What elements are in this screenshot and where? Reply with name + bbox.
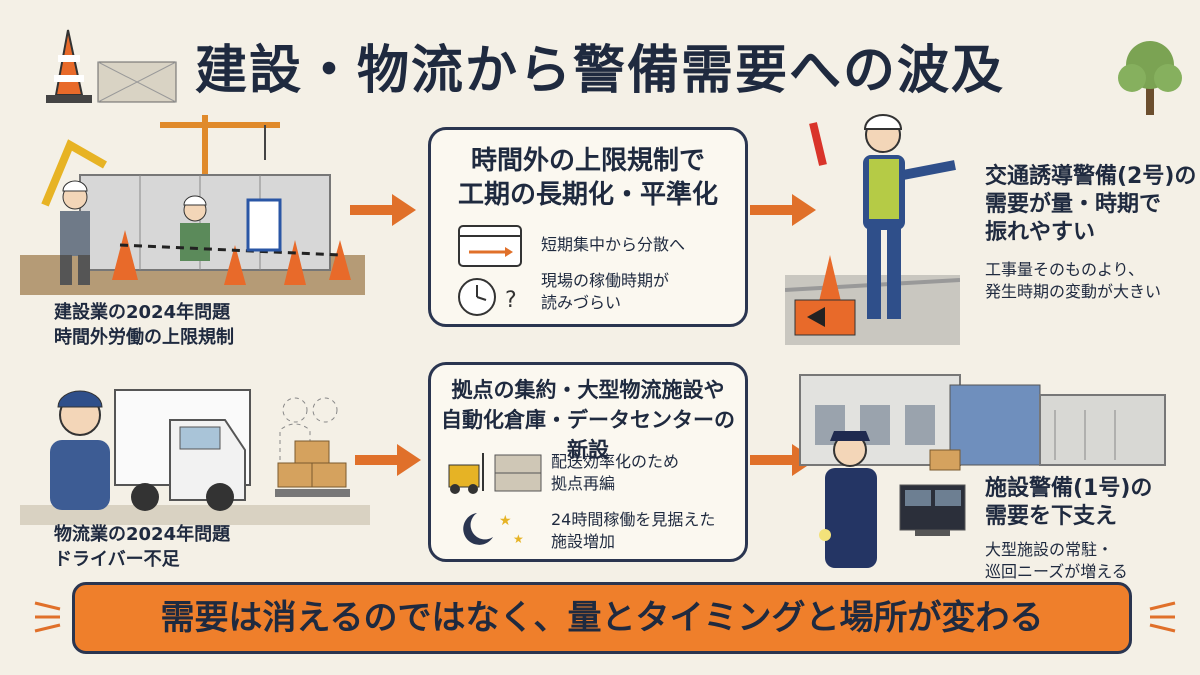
overtime-box-item2-line2: 読みづらい <box>541 293 622 312</box>
traffic-guard-demand: 交通誘導警備(2号)の 需要が量・時期で 振れやすい 工事量そのものより、 発生… <box>985 163 1196 303</box>
traffic-guard-heading-line2: 需要が量・時期で <box>985 192 1162 217</box>
conclusion-banner: 需要は消えるのではなく、量とタイミングと場所が変わる <box>72 582 1132 654</box>
svg-text:★: ★ <box>513 532 524 546</box>
facility-box-heading-line1: 拠点の集約・大型物流施設や <box>451 378 725 402</box>
emphasis-marks-icon <box>34 601 61 633</box>
facility-guard-illustration <box>799 374 1166 568</box>
facility-guard-demand: 施設警備(1号)の 需要を下支え 大型施設の常駐・ 巡回ニーズが増える <box>985 475 1152 583</box>
traffic-cone-icon <box>46 29 177 103</box>
svg-text:?: ? <box>505 288 517 313</box>
traffic-guard-illustration <box>785 114 960 345</box>
emphasis-marks-icon <box>1149 601 1176 633</box>
overtime-box-item2-line1: 現場の稼働時期が <box>541 271 670 290</box>
overtime-box-item1: 短期集中から分散へ <box>541 235 686 254</box>
arrow-right-icon <box>750 194 816 226</box>
clock-icon: ? <box>458 278 517 316</box>
traffic-guard-note-line2: 発生時期の変動が大きい <box>985 282 1162 301</box>
overtime-box-item2: 現場の稼働時期が 読みづらい <box>541 270 669 314</box>
facility-guard-heading-line2: 需要を下支え <box>985 504 1118 529</box>
overtime-box-heading-line1: 時間外の上限規制で <box>470 146 705 176</box>
facility-box-item1-line1: 配送効率化のため <box>551 452 680 471</box>
overtime-box-heading-line2: 工期の長期化・平準化 <box>457 180 718 210</box>
facility-box-item1: 配送効率化のため 拠点再編 <box>551 451 679 495</box>
facility-box-item1-line2: 拠点再編 <box>551 474 616 493</box>
facility-guard-note-line2: 巡回ニーズが増える <box>985 562 1128 581</box>
traffic-guard-note-line1: 工事量そのものより、 <box>985 260 1145 279</box>
logistics-facility-box: 拠点の集約・大型物流施設や 自動化倉庫・データセンターの新設 配送効率化のため … <box>428 362 748 562</box>
logistics-truck-illustration <box>20 389 370 525</box>
logistics-caption: 物流業の2024年問題 ドライバー不足 <box>54 522 230 572</box>
facility-guard-heading-line1: 施設警備(1号)の <box>985 476 1153 501</box>
facility-box-item2: 24時間稼働を見据えた 施設増加 <box>551 509 715 553</box>
traffic-guard-heading-line3: 振れやすい <box>985 220 1096 245</box>
calendar-icon <box>458 225 522 267</box>
construction-caption-line1: 建設業の2024年問題 <box>54 302 231 323</box>
construction-site-illustration <box>20 115 365 295</box>
arrow-right-icon <box>350 194 416 226</box>
arrow-right-icon <box>355 444 421 476</box>
overtime-regulation-box: 時間外の上限規制で 工期の長期化・平準化 短期集中から分散へ ? 現場の稼働時期… <box>428 127 748 327</box>
facility-guard-note-line1: 大型施設の常駐・ <box>985 540 1114 559</box>
traffic-guard-heading-line1: 交通誘導警備(2号)の <box>985 164 1197 189</box>
tree-icon <box>1118 41 1182 115</box>
construction-caption-line2: 時間外労働の上限規制 <box>54 327 234 348</box>
svg-text:★: ★ <box>499 513 512 529</box>
moon-stars-icon: ★ ★ <box>463 513 524 546</box>
page-title: 建設・物流から警備需要への波及 <box>194 41 1005 101</box>
facility-box-heading-line2: 自動化倉庫・データセンターの新設 <box>441 408 735 462</box>
logistics-caption-line1: 物流業の2024年問題 <box>54 524 231 545</box>
construction-caption: 建設業の2024年問題 時間外労働の上限規制 <box>54 300 234 350</box>
forklift-warehouse-icon <box>448 453 542 494</box>
facility-box-item2-line2: 施設増加 <box>551 532 616 551</box>
logistics-caption-line2: ドライバー不足 <box>54 549 180 570</box>
facility-box-item2-line1: 24時間稼働を見据えた <box>551 510 716 529</box>
